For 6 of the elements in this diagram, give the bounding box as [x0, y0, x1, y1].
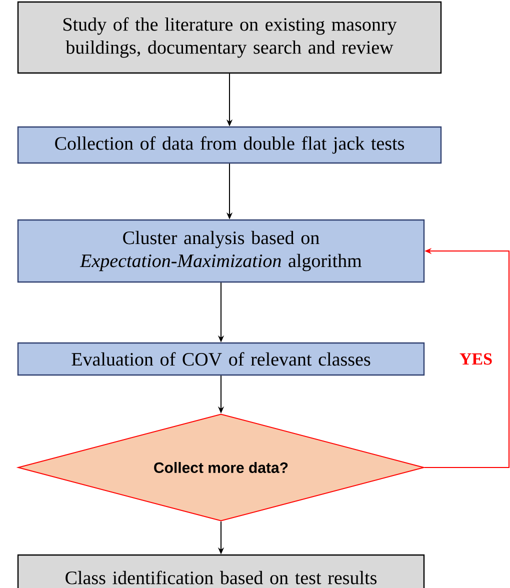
process-box: Collection of data from double flat jack tests [17, 126, 442, 164]
edge-label: YES [460, 353, 492, 365]
process-box: Class identification based on test results [17, 554, 425, 588]
process-box: Study of the literature on existing masonry buildings, documentary search and review [17, 1, 442, 74]
process-box: Cluster analysis based on Expectation-Maximization algorithm [17, 219, 425, 283]
process-box: Evaluation of COV of relevant classes [17, 342, 425, 376]
